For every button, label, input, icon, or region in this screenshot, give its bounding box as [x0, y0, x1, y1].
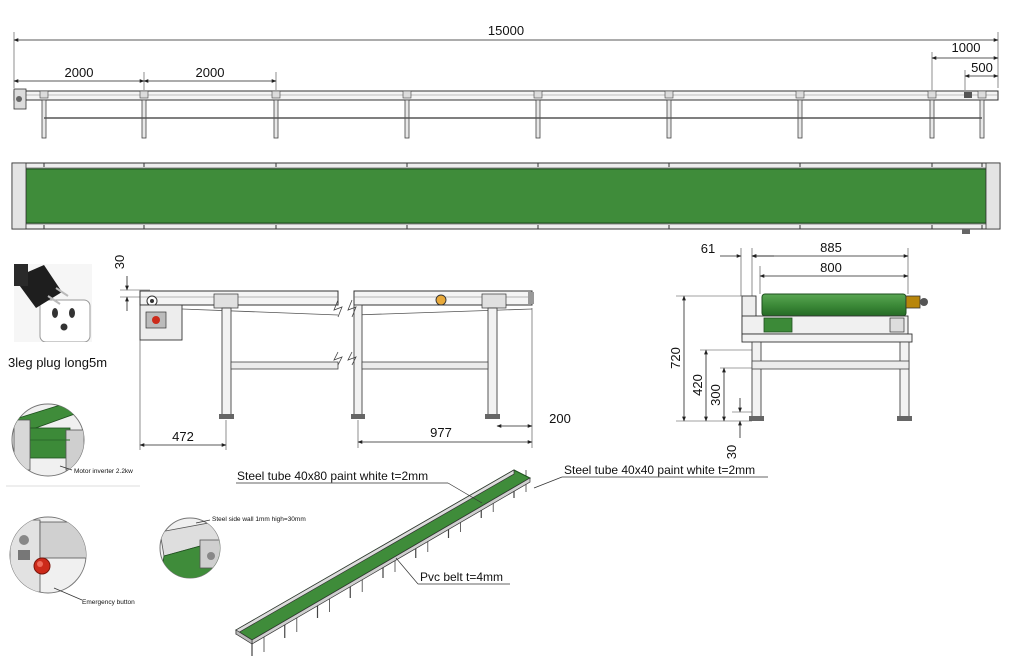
dim-end-offset-1: 1000	[952, 40, 981, 55]
leg-bracket	[533, 90, 543, 99]
isometric-view	[235, 469, 532, 656]
dim-crossbar-height: 300	[708, 384, 723, 406]
frame-leg	[273, 99, 279, 139]
motor-label: Motor inverter 2.2kw	[74, 468, 133, 475]
leg-bracket	[664, 90, 674, 99]
motor-detail-icon	[11, 403, 85, 477]
dim-end-offset-2: 500	[971, 60, 993, 75]
dim-foot-offset: 200	[549, 411, 571, 426]
dim-foot-height: 30	[724, 445, 739, 459]
frame-leg	[666, 99, 672, 139]
frame-leg	[929, 99, 935, 139]
leg-bracket	[271, 90, 281, 99]
dim-belt-width: 800	[820, 260, 842, 275]
frame-leg	[797, 99, 803, 139]
pvc-belt-label: Pvc belt t=4mm	[420, 570, 503, 584]
leg-bracket	[402, 90, 412, 99]
frame-leg	[404, 99, 410, 139]
side-wall-label: Steel side wall 1mm high=30mm	[212, 516, 306, 523]
end-view: 61 885 800 720 420 300 30	[668, 240, 928, 459]
emergency-button-icon	[9, 516, 87, 594]
steel-tube-80-label: Steel tube 40x80 paint white t=2mm	[237, 469, 428, 483]
dim-leg-spacing-2: 2000	[196, 65, 225, 80]
dim-belt-height: 420	[690, 374, 705, 396]
side-wall-detail-icon	[159, 517, 221, 579]
emergency-label: Emergency button	[82, 599, 135, 606]
dim-side-gap: 61	[701, 241, 715, 256]
leg-bracket	[39, 90, 49, 99]
dim-leg-spacing-1: 2000	[65, 65, 94, 80]
frame-leg	[535, 99, 541, 139]
dim-overall-length: 15000	[488, 23, 524, 38]
frame-leg	[979, 99, 985, 139]
frame-leg	[41, 99, 47, 139]
dim-leg-span: 977	[430, 425, 452, 440]
dim-wall-height: 30	[112, 255, 127, 269]
plug-label: 3leg plug long5m	[8, 355, 107, 370]
power-plug-icon	[14, 264, 92, 342]
leg-bracket	[977, 90, 987, 99]
dim-total-height: 720	[668, 347, 683, 369]
side-detail-view: 30 472 9	[112, 255, 571, 450]
leg-bracket	[795, 90, 805, 99]
leg-bracket	[927, 90, 937, 99]
frame-leg	[141, 99, 147, 139]
dim-frame-width: 885	[820, 240, 842, 255]
side-view: 15000 2000 2000 1000 500	[13, 23, 999, 139]
top-view	[11, 162, 1001, 234]
dim-end-to-leg: 472	[172, 429, 194, 444]
steel-tube-40-label: Steel tube 40x40 paint white t=2mm	[564, 463, 755, 477]
leg-bracket	[139, 90, 149, 99]
